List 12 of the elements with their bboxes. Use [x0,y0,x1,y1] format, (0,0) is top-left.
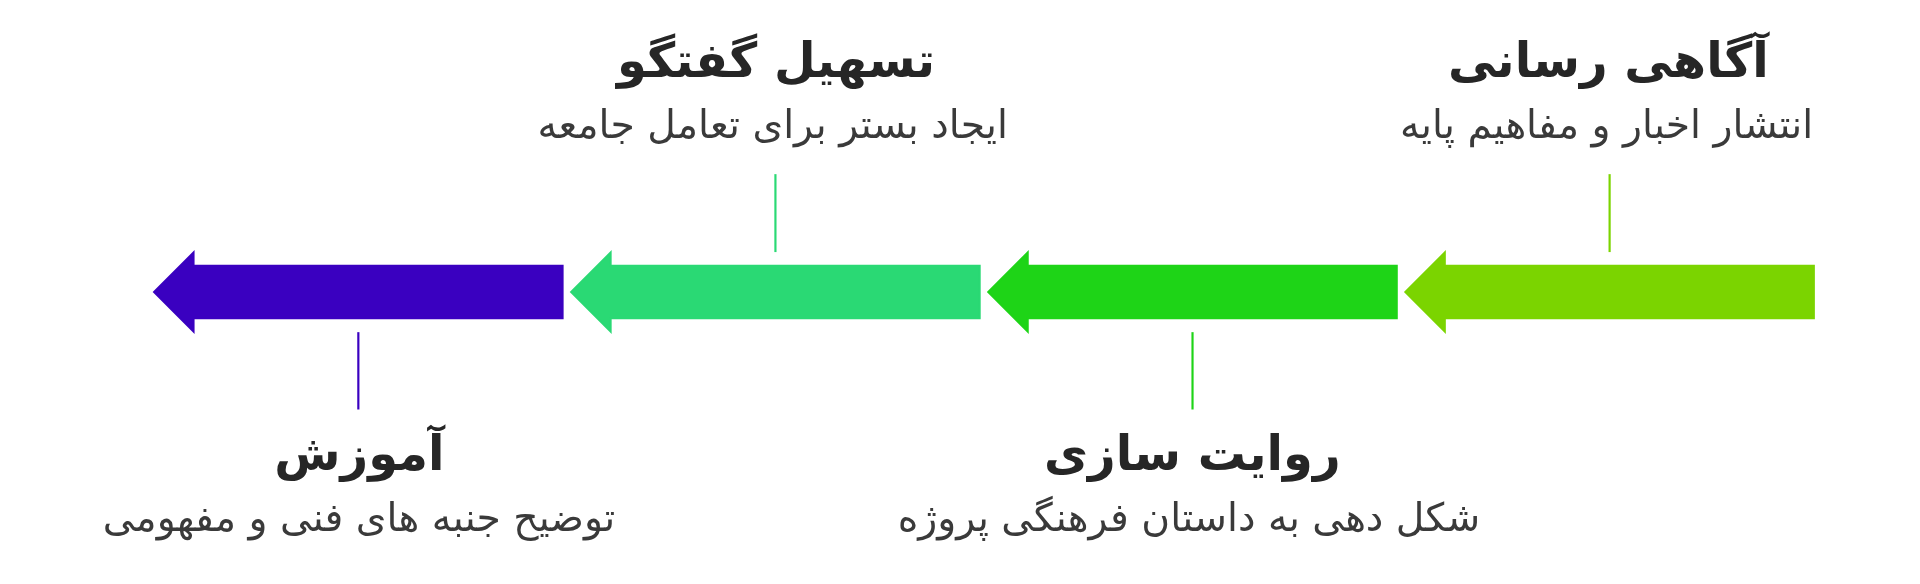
connector [773,174,776,253]
connector [1190,332,1194,410]
node-arrow [986,250,1398,334]
node-text: آگاهی رسانی انتشار اخبار و مفاهیم پایه [1399,32,1813,147]
node-text: روایت سازی شکل دهی به داستان فرهنگی پروژه [897,425,1480,540]
node-arrow [1403,250,1815,334]
node-arrow [569,250,981,334]
node-arrow [152,250,564,334]
connector [1608,174,1611,253]
connector [356,332,359,410]
node-text: تسهیل گفتگو ایجاد بستر برای تعامل جامعه [536,32,1008,147]
node-text: آموزش توضیح جنبه های فنی و مفهومی [102,425,615,540]
